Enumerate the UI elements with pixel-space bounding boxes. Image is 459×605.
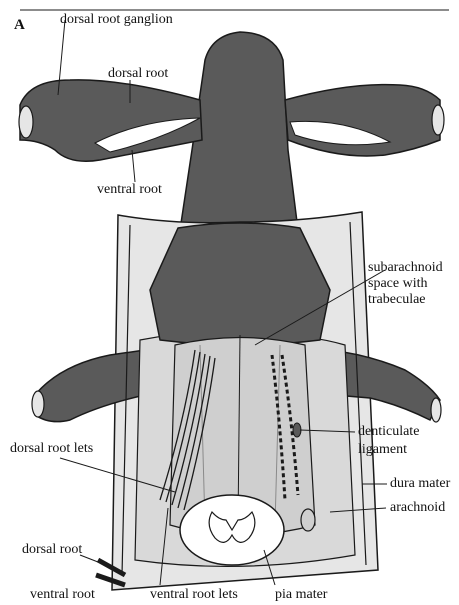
label-denticulate-1: denticulate xyxy=(358,424,419,439)
lower-right-root-cut-end xyxy=(431,398,441,422)
label-denticulate-2: ligament xyxy=(358,442,407,457)
upper-right-root-cut-end xyxy=(432,105,444,135)
label-subarachnoid-2: space with xyxy=(368,276,427,291)
label-dorsal-root-top: dorsal root xyxy=(108,66,168,81)
label-dorsal-root-lets: dorsal root lets xyxy=(10,441,93,456)
label-dura-mater: dura mater xyxy=(390,476,450,491)
upper-right-nerve-root xyxy=(285,85,440,156)
label-ventral-root-bottom: ventral root xyxy=(30,587,95,602)
spinal-cord-lower xyxy=(150,223,330,345)
label-subarachnoid-1: subarachnoid xyxy=(368,260,443,275)
label-ventral-root-top: ventral root xyxy=(97,182,162,197)
upper-left-root-cut-end xyxy=(19,106,33,138)
arachnoid-nerve-cut xyxy=(301,509,315,531)
label-dorsal-root-ganglion: dorsal root ganglion xyxy=(60,12,173,27)
label-subarachnoid-3: trabeculae xyxy=(368,292,426,307)
label-arachnoid: arachnoid xyxy=(390,500,445,515)
panel-letter: A xyxy=(14,18,25,33)
label-dorsal-root-bottom: dorsal root xyxy=(22,542,82,557)
label-pia-mater: pia mater xyxy=(275,587,327,602)
denticulate-ligament-mark xyxy=(293,423,301,437)
lower-left-root-cut-end xyxy=(32,391,44,417)
label-ventral-root-lets: ventral root lets xyxy=(150,587,238,602)
